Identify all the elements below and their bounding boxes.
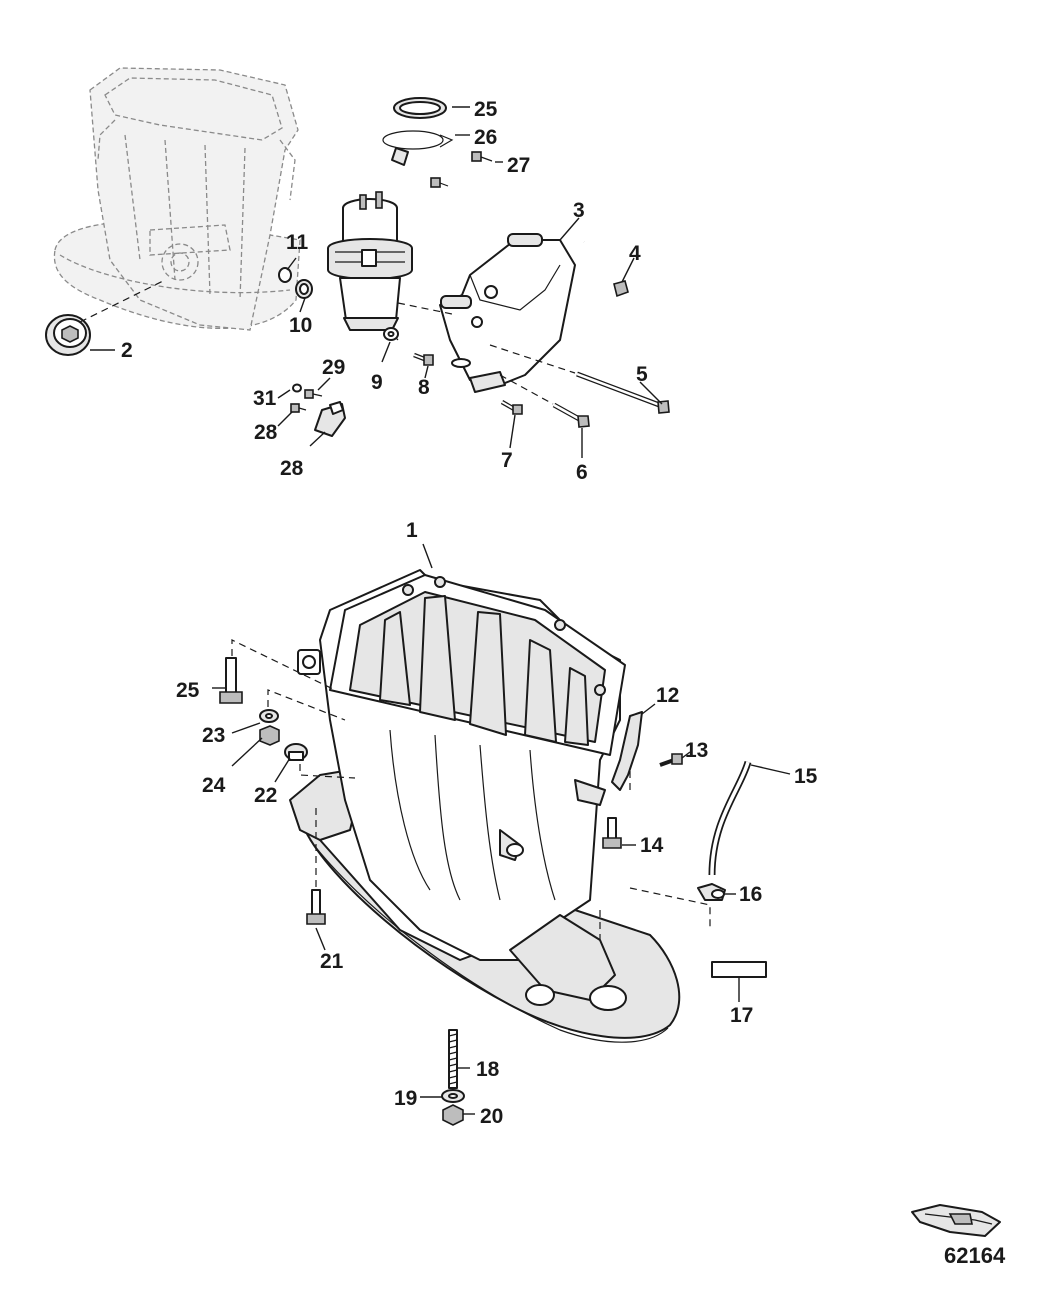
callout-23: 23 [202, 724, 225, 747]
callout-4: 4 [629, 242, 641, 265]
callout-16: 16 [739, 883, 762, 906]
figure-number: 62164 [944, 1243, 1006, 1268]
callout-2: 2 [121, 339, 133, 362]
callout-25: 25 [176, 679, 200, 702]
grommet-icon [278, 267, 313, 299]
driveshaft-housing-icon [289, 569, 681, 1043]
callout-9: 9 [371, 371, 383, 394]
mounting-bracket-icon [397, 233, 576, 393]
callout-13: 13 [685, 739, 708, 762]
bolt-icon [602, 817, 622, 849]
fuel-pump-module-icon [327, 191, 413, 341]
stud-icon [448, 1029, 458, 1089]
callout-20: 20 [480, 1105, 503, 1128]
leader-lines [90, 106, 791, 1115]
assembly-lines [231, 639, 711, 945]
callout-27: 26 [474, 126, 497, 149]
plug-icon [45, 279, 166, 356]
washer-icon [441, 1089, 465, 1103]
screw-icon [659, 753, 683, 767]
callout-6: 6 [576, 461, 588, 484]
long-stud-icon [489, 344, 670, 414]
callout-28-left: 28 [254, 421, 278, 444]
callout-28-top: 27 [507, 154, 530, 177]
nut-icon [259, 725, 280, 746]
callout-10: 10 [289, 314, 312, 337]
callout-5: 5 [636, 363, 648, 386]
nut-icon [442, 1104, 464, 1126]
callout-17: 17 [730, 1004, 753, 1027]
callout-15: 15 [794, 765, 818, 788]
washer-icon [259, 709, 279, 723]
callout-26: 25 [474, 98, 498, 121]
bolt-icon [582, 241, 629, 298]
small-hardware-icon [290, 383, 346, 437]
decal-icon [711, 961, 767, 978]
callout-31: 31 [253, 387, 277, 410]
callout-18: 18 [476, 1058, 500, 1081]
callout-29: 28 [280, 457, 304, 480]
bolt-icon [219, 657, 243, 704]
callout-labels: 25 26 27 3 4 11 10 2 29 9 5 31 8 28 7 28… [121, 98, 1006, 1268]
callout-24: 24 [202, 774, 226, 797]
callout-12: 12 [656, 684, 679, 707]
clip-bracket-icon [611, 711, 643, 791]
callout-11: 11 [286, 231, 309, 254]
callout-21: 21 [320, 950, 344, 973]
washer-icon [383, 327, 399, 341]
callout-7: 7 [501, 449, 513, 472]
callout-19: 19 [394, 1087, 417, 1110]
boat-icon [911, 1204, 1001, 1237]
seal-ring-icon [393, 97, 447, 119]
plug-icon [284, 743, 308, 761]
bolt-icon [500, 400, 523, 415]
callout-8: 8 [418, 376, 430, 399]
callout-1: 1 [406, 519, 418, 542]
bolt-icon [413, 352, 434, 366]
retainer-ring-icon [382, 130, 454, 166]
bolt-icon [306, 889, 326, 925]
bolt-icon [499, 374, 590, 428]
hose-icon [708, 760, 752, 876]
callout-30: 29 [322, 356, 345, 379]
callout-3: 3 [573, 199, 585, 222]
callout-14: 14 [640, 834, 664, 857]
screw-icon [430, 151, 493, 188]
ghost-driveshaft-housing-icon [53, 67, 301, 331]
callout-22: 22 [254, 784, 277, 807]
hose-clip-icon [697, 883, 726, 901]
